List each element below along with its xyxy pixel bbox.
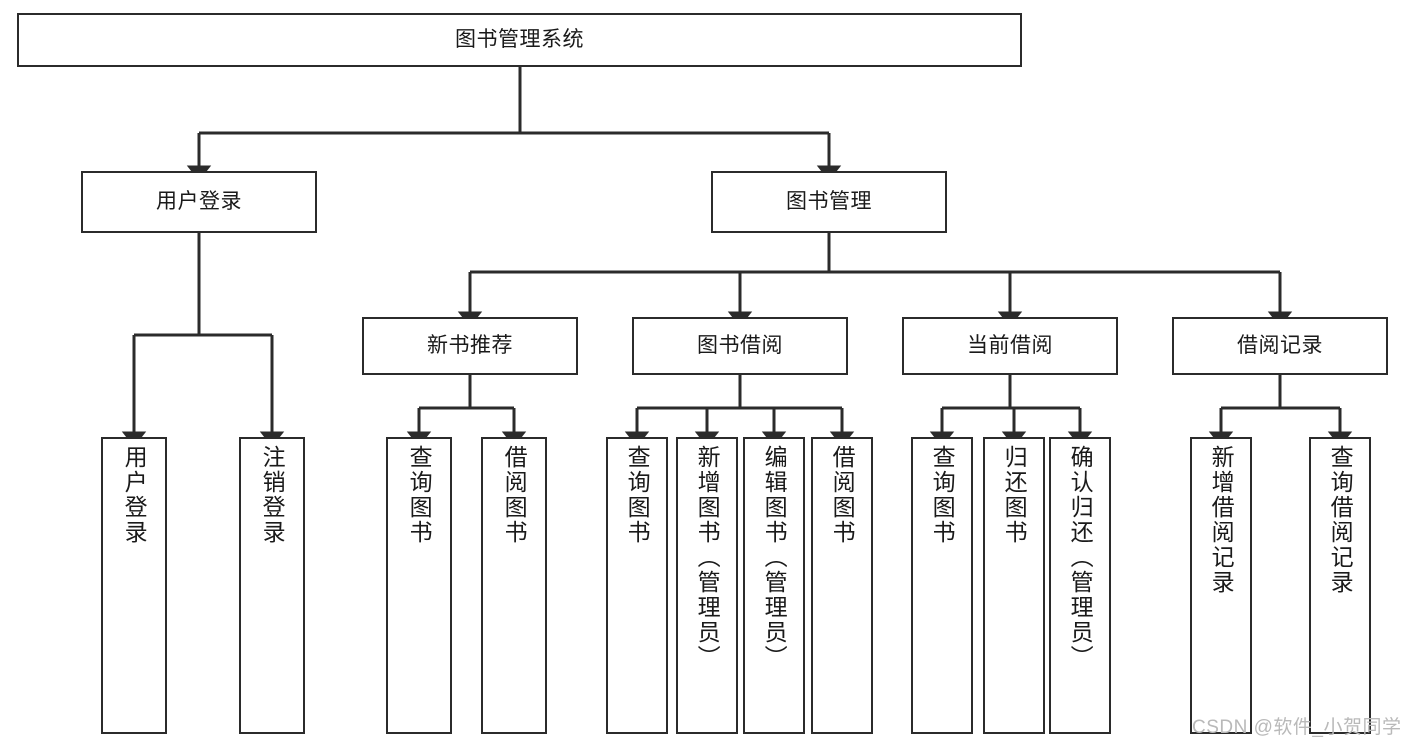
node-leaf-user-login-label: 用户登录 [121, 445, 148, 545]
node-leaf-add-book-admin[interactable]: 新增图书（管理员） [676, 437, 738, 734]
node-leaf-edit-book-admin[interactable]: 编辑图书（管理员） [743, 437, 805, 734]
node-leaf-logout-login[interactable]: 注销登录 [239, 437, 305, 734]
node-book-borrow[interactable]: 图书借阅 [632, 317, 848, 375]
node-leaf-query-book-rec-label: 查询图书 [406, 445, 433, 545]
node-user-login-label: 用户登录 [156, 189, 242, 213]
node-new-book-recommend[interactable]: 新书推荐 [362, 317, 578, 375]
node-root[interactable]: 图书管理系统 [17, 13, 1022, 67]
node-leaf-return-book[interactable]: 归还图书 [983, 437, 1045, 734]
node-leaf-query-book-borrow-label: 查询图书 [624, 445, 651, 545]
node-leaf-query-book-current-label: 查询图书 [929, 445, 956, 545]
node-leaf-add-book-admin-label: 新增图书（管理员） [694, 445, 721, 670]
node-leaf-query-borrow-record[interactable]: 查询借阅记录 [1309, 437, 1371, 734]
node-leaf-borrow-book-rec-label: 借阅图书 [501, 445, 528, 545]
node-leaf-query-book-borrow[interactable]: 查询图书 [606, 437, 668, 734]
node-leaf-logout-login-label: 注销登录 [259, 445, 286, 545]
node-leaf-user-login[interactable]: 用户登录 [101, 437, 167, 734]
connector-lines [121, 67, 1353, 447]
node-new-book-recommend-label: 新书推荐 [427, 333, 513, 357]
node-leaf-borrow-book[interactable]: 借阅图书 [811, 437, 873, 734]
node-leaf-return-book-label: 归还图书 [1001, 445, 1028, 545]
node-root-label: 图书管理系统 [455, 27, 584, 51]
node-leaf-query-borrow-record-label: 查询借阅记录 [1327, 445, 1354, 595]
node-book-borrow-label: 图书借阅 [697, 333, 783, 357]
csdn-watermark: CSDN @软件_小贺同学 [1192, 717, 1402, 738]
node-current-borrow[interactable]: 当前借阅 [902, 317, 1118, 375]
node-book-manage-label: 图书管理 [786, 189, 872, 213]
node-leaf-borrow-book-label: 借阅图书 [829, 445, 856, 545]
node-borrow-record-label: 借阅记录 [1237, 333, 1323, 357]
node-leaf-borrow-book-rec[interactable]: 借阅图书 [481, 437, 547, 734]
node-leaf-query-book-current[interactable]: 查询图书 [911, 437, 973, 734]
node-book-manage[interactable]: 图书管理 [711, 171, 947, 233]
node-leaf-add-borrow-record-label: 新增借阅记录 [1208, 445, 1235, 595]
node-borrow-record[interactable]: 借阅记录 [1172, 317, 1388, 375]
node-leaf-confirm-return-admin[interactable]: 确认归还（管理员） [1049, 437, 1111, 734]
node-leaf-edit-book-admin-label: 编辑图书（管理员） [761, 445, 788, 670]
node-leaf-confirm-return-admin-label: 确认归还（管理员） [1067, 445, 1094, 670]
node-user-login[interactable]: 用户登录 [81, 171, 317, 233]
node-leaf-add-borrow-record[interactable]: 新增借阅记录 [1190, 437, 1252, 734]
node-current-borrow-label: 当前借阅 [967, 333, 1053, 357]
node-leaf-query-book-rec[interactable]: 查询图书 [386, 437, 452, 734]
